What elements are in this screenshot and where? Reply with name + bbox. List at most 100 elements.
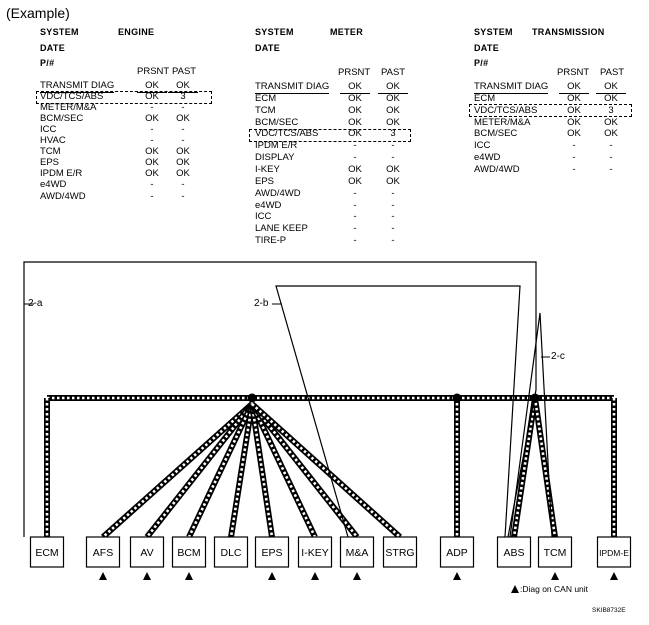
can-branch-strg-pattern: [251, 403, 401, 538]
panel-meter-row-prsnt: OK: [348, 116, 362, 128]
panel-meter-past-header: PAST: [381, 67, 406, 78]
panel-meter-row-prsnt: -: [353, 199, 357, 211]
unit-label-dlc: DLC: [220, 547, 241, 559]
panel-transmission-row-past: -: [609, 163, 613, 175]
panel-engine-row-label: BCM/SEC: [40, 113, 84, 125]
panel-engine-row-past: -: [181, 190, 185, 202]
panel-engine-row-prsnt: -: [150, 102, 154, 114]
figure-code: SKIB8732E: [592, 607, 626, 614]
panel-meter-row-label: ECM: [255, 92, 277, 104]
panel-engine-row-prsnt: OK: [145, 168, 159, 180]
panel-meter-row-label: TRANSMIT DIAG: [255, 81, 330, 94]
panel-meter-row-past: OK: [386, 175, 400, 187]
panel-engine-row-past: -: [181, 102, 185, 114]
panel-transmission-row-prsnt: OK: [567, 92, 581, 104]
panel-transmission-row-label: AWD/4WD: [474, 163, 520, 175]
panel-meter-row-label: DISPLAY: [255, 152, 295, 164]
panel-meter-row-label: BCM/SEC: [255, 116, 299, 128]
unit-label-afs: AFS: [93, 547, 113, 559]
unit-box-m-a: [339, 536, 375, 568]
can-branch-abs-pattern: [512, 397, 537, 538]
can-branch-afs: [101, 401, 254, 540]
panel-meter-row-label: EPS: [255, 175, 275, 187]
highlight-box-engine-vdc: [36, 91, 212, 104]
panel-engine-prsnt-header: PRSNT: [137, 66, 170, 77]
panel-engine-row-label: EPS: [40, 157, 60, 169]
unit-label-av: AV: [140, 547, 153, 559]
panel-engine-row-prsnt: -: [150, 179, 154, 191]
unit-label-adp: ADP: [446, 547, 468, 559]
panel-meter-row-prsnt: -: [353, 211, 357, 223]
panel-meter-row-past: -: [391, 140, 395, 152]
panel-engine-row-label: TCM: [40, 146, 61, 158]
panel-meter-row-past: 3: [390, 128, 396, 140]
panel-transmission-row-label: TRANSMIT DIAG: [474, 81, 549, 94]
panel-meter-prsnt-header: PRSNT: [338, 67, 371, 78]
diag-marker-afs: [99, 572, 107, 580]
panel-engine-row-prsnt: OK: [145, 146, 159, 158]
can-branch-m&a-pattern: [250, 403, 359, 538]
junction-dot-adp: [452, 393, 462, 403]
panel-engine-name: ENGINE: [118, 27, 155, 37]
panel-transmission-row-past: -: [609, 152, 613, 164]
panel-meter-row-past: OK: [386, 92, 400, 104]
panel-transmission-row-label: ICC: [474, 140, 491, 152]
panel-transmission-row-prsnt: -: [572, 140, 576, 152]
unit-label-i-key: I-KEY: [301, 547, 328, 559]
unit-label-abs: ABS: [503, 547, 524, 559]
can-branch-eps-pattern: [250, 403, 274, 538]
can-branch-i-key: [249, 402, 318, 539]
panel-meter-row-prsnt: OK: [348, 175, 362, 187]
unit-box-ecm: [29, 536, 65, 568]
panel-meter-row-label: IPDM E/R: [255, 140, 298, 152]
panel-engine-row-prsnt: OK: [137, 81, 167, 93]
panel-engine-row-past: -: [181, 124, 185, 136]
panel-meter-row-past: -: [391, 211, 395, 223]
panel-meter-row-past: -: [391, 187, 395, 199]
panel-meter-row-label: ICC: [255, 211, 272, 223]
panel-meter-row-label: VDC/TCS/ABS: [255, 128, 319, 140]
panel-engine-row-label: VDC/TCS/ABS: [40, 91, 104, 103]
panel-engine-past-header: PAST: [172, 66, 197, 77]
path-label-2b: 2-b: [254, 298, 269, 309]
unit-label-ipdm-e: IPDM-E: [599, 548, 629, 558]
panel-engine-pnum-label: P/#: [40, 58, 55, 68]
unit-box-bcm: [171, 536, 207, 568]
unit-box-av: [129, 536, 165, 568]
panel-engine-system-label: SYSTEM: [40, 27, 79, 37]
panel-engine-row-past: OK: [176, 113, 190, 125]
panel-transmission-row-prsnt: OK: [567, 116, 581, 128]
panel-transmission-row-prsnt: -: [572, 163, 576, 175]
panel-transmission-name: TRANSMISSION: [532, 27, 605, 37]
panel-transmission-date-label: DATE: [474, 43, 500, 53]
panel-meter-row-past: OK: [386, 104, 400, 116]
panel-meter-row-prsnt: -: [353, 140, 357, 152]
panel-transmission-row-label: BCM/SEC: [474, 128, 518, 140]
panel-engine-row-label: HVAC: [40, 135, 66, 147]
panel-meter-row-prsnt: OK: [340, 82, 370, 94]
panel-transmission-row-label: METER/M&A: [474, 116, 531, 128]
highlight-box-meter-vdc: [249, 129, 411, 142]
unit-box-tcm: [537, 536, 573, 568]
panel-meter-row-past: -: [391, 199, 395, 211]
unit-label-eps: EPS: [261, 547, 282, 559]
panel-transmission-row-past: 3: [608, 104, 614, 116]
unit-label-tcm: TCM: [544, 547, 567, 559]
unit-box-eps: [254, 536, 290, 568]
panel-transmission-row-past: OK: [604, 92, 618, 104]
unit-box-adp: [439, 536, 475, 568]
panel-transmission-row-label: ECM: [474, 92, 496, 104]
diag-marker-m-a: [353, 572, 361, 580]
legend-marker-icon: [511, 585, 519, 593]
panel-transmission-row-past: OK: [604, 128, 618, 140]
diag-marker-i-key: [311, 572, 319, 580]
panel-meter-row-past: -: [391, 235, 395, 247]
can-branch-av-pattern: [145, 403, 254, 538]
panel-meter-row-prsnt: -: [353, 235, 357, 247]
panel-meter-name: METER: [330, 27, 363, 37]
unit-label-m-a: M&A: [346, 547, 369, 559]
can-branch-tcm-pattern: [533, 397, 557, 538]
unit-label-bcm: BCM: [177, 547, 200, 559]
